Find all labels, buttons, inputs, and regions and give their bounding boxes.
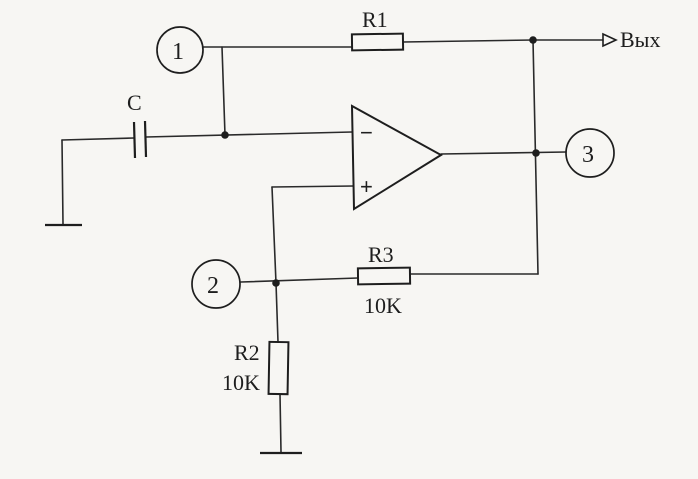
value-r2: 10K: [222, 370, 260, 395]
label-r1: R1: [362, 7, 388, 32]
label-r3: R3: [368, 242, 394, 267]
wire-cap-right: [145, 131, 353, 138]
node-number: 1: [172, 39, 184, 65]
output-arrow-icon: [602, 32, 618, 48]
wire-cap-left: [61, 137, 135, 141]
node-2: 2: [191, 259, 241, 309]
junction-dots: [221, 36, 540, 287]
node-circle: [191, 259, 241, 309]
value-r3: 10K: [364, 293, 402, 318]
junction-dot: [532, 149, 540, 157]
node-circle: [156, 26, 204, 74]
node-1: 1: [156, 26, 204, 74]
wire-output-column: [532, 39, 539, 275]
wire-noninv-horizontal: [271, 185, 355, 188]
node-3: 3: [565, 128, 615, 178]
wire-to-r2: [275, 282, 279, 343]
opamp-inverting-sign: −: [360, 120, 373, 145]
node-number: 3: [582, 142, 594, 168]
output-label: Вых: [620, 27, 660, 52]
wire-feedback-vertical: [221, 46, 226, 136]
junction-dot: [272, 279, 280, 287]
wire-r1-output: [402, 39, 534, 43]
resistor-r1: [350, 32, 405, 52]
label-r2: R2: [234, 340, 260, 365]
capacitor-c-plate-right: [143, 120, 148, 158]
opamp-noninverting-sign: +: [360, 174, 373, 199]
wire-noninv-vertical: [271, 186, 277, 284]
wire-node2-r3: [240, 277, 359, 283]
junction-dot: [221, 131, 229, 139]
wire-opamp-out: [440, 151, 567, 155]
wire-ground-left: [61, 139, 64, 225]
label-capacitor: C: [127, 90, 142, 115]
resistor-r3: [356, 266, 412, 286]
wires: [61, 39, 604, 453]
junction-dot: [529, 36, 537, 44]
node-number: 2: [207, 273, 219, 299]
resistor-r2: [267, 340, 290, 396]
capacitor-c-plate-left: [132, 121, 137, 159]
wire-r2-ground: [279, 393, 282, 453]
node-circle: [565, 128, 615, 178]
opamp-triangle: [350, 104, 443, 211]
